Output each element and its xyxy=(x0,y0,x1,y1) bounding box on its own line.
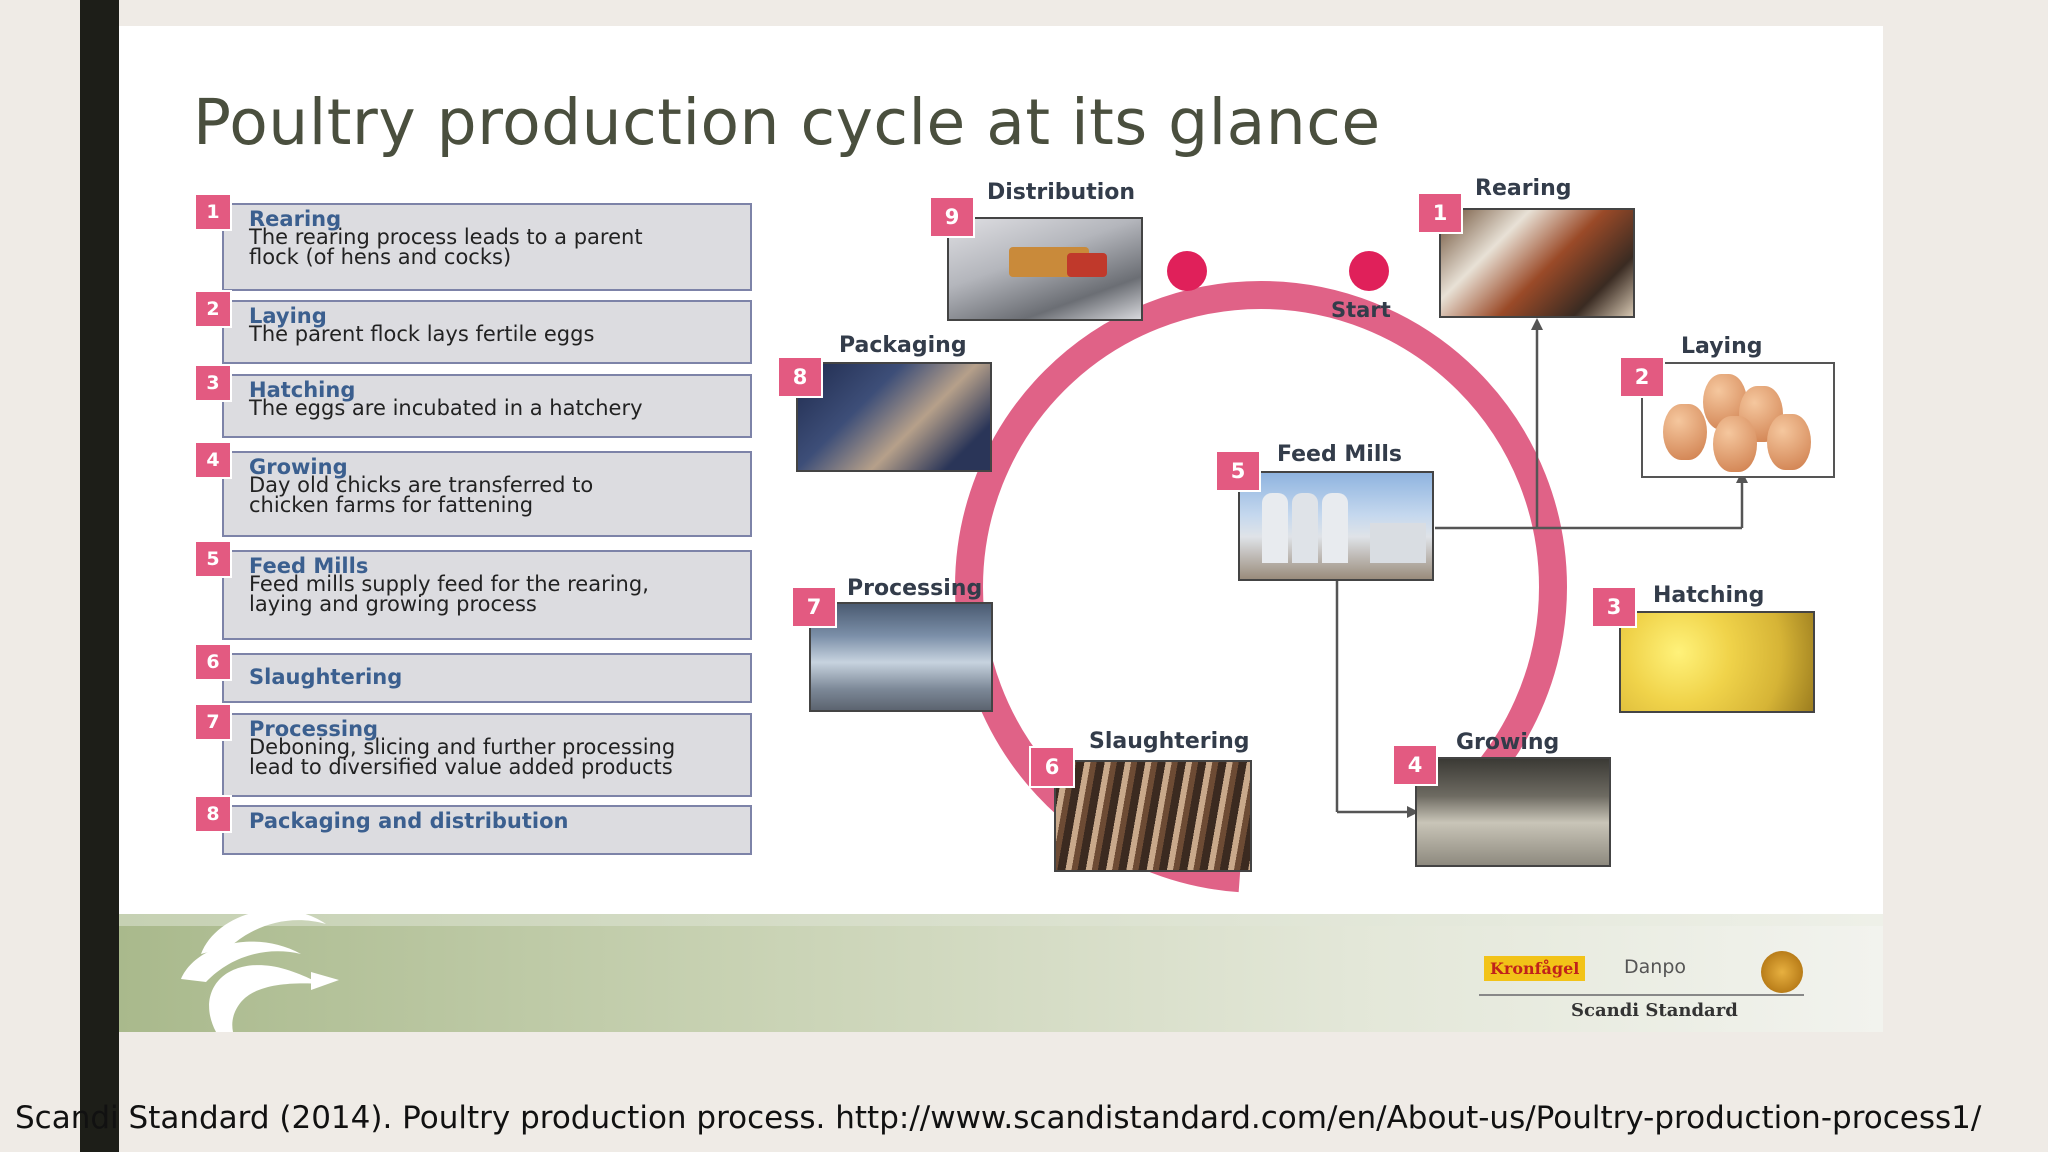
left-dark-bar xyxy=(80,0,119,1152)
step-title: Feed Mills xyxy=(249,554,369,578)
cycle-label-hatching: Hatching xyxy=(1653,583,1765,608)
cycle-label-processing: Processing xyxy=(847,576,983,601)
cycle-label-distribution: Distribution xyxy=(987,180,1136,205)
cycle-label-slaughtering: Slaughtering xyxy=(1089,729,1250,754)
step-description: Deboning, slicing and further processing… xyxy=(249,735,676,779)
cycle-badge-slaughtering: 6 xyxy=(1029,746,1075,788)
step-box-rearing: 1 Rearing The rearing process leads to a… xyxy=(194,193,752,291)
start-dot xyxy=(1349,251,1389,291)
cycle-badge-distribution: 9 xyxy=(929,196,975,238)
bird-logo-icon xyxy=(181,909,339,1032)
step-description: The rearing process leads to a parent fl… xyxy=(249,225,643,269)
end-dot xyxy=(1167,251,1207,291)
danpo-logo: Danpo xyxy=(1624,956,1687,978)
cycle-badge-feed-mills: 5 xyxy=(1215,450,1261,492)
citation-text: Scandi Standard (2014). Poultry producti… xyxy=(15,1100,1982,1136)
scandi-standard-logo: Scandi Standard xyxy=(1571,1000,1738,1021)
step-number-badge: 6 xyxy=(194,643,232,681)
step-box-feed-mills: 5 Feed Mills Feed mills supply feed for … xyxy=(194,540,752,640)
cycle-badge-rearing: 1 xyxy=(1417,192,1463,234)
laying-photo xyxy=(1641,362,1835,478)
step-number-badge: 3 xyxy=(194,364,232,402)
step-box-processing: 7 Processing Deboning, slicing and furth… xyxy=(194,703,752,797)
step-description: The parent flock lays fertile eggs xyxy=(249,322,595,346)
step-title: Rearing xyxy=(249,207,342,231)
kronfagel-logo: Kronfågel xyxy=(1484,956,1586,981)
cycle-badge-packaging: 8 xyxy=(777,356,823,398)
cycle-ring xyxy=(955,281,1567,893)
cycle-label-packaging: Packaging xyxy=(839,333,967,358)
cycle-badge-processing: 7 xyxy=(791,586,837,628)
hatching-photo xyxy=(1619,611,1815,713)
step-number-badge: 8 xyxy=(194,795,232,833)
step-number-badge: 7 xyxy=(194,703,232,741)
step-title: Laying xyxy=(249,304,327,328)
step-title: Packaging and distribution xyxy=(249,809,569,833)
growing-photo xyxy=(1415,757,1611,867)
step-description: Day old chicks are transferred to chicke… xyxy=(249,473,594,517)
slide-title: Poultry production cycle at its glance xyxy=(193,86,1381,159)
step-description: The eggs are incubated in a hatchery xyxy=(249,396,643,420)
step-number-badge: 5 xyxy=(194,540,232,578)
processing-photo xyxy=(809,602,993,712)
cycle-label-feed-mills: Feed Mills xyxy=(1277,442,1402,467)
cycle-label-laying: Laying xyxy=(1681,334,1763,359)
cycle-badge-growing: 4 xyxy=(1392,744,1438,786)
slaughtering-photo xyxy=(1054,760,1252,872)
step-title: Hatching xyxy=(249,378,356,402)
footer-band xyxy=(119,926,1883,1032)
step-title: Processing xyxy=(249,717,379,741)
step-title: Growing xyxy=(249,455,348,479)
feed-mills-photo xyxy=(1238,471,1434,581)
step-number-badge: 1 xyxy=(194,193,232,231)
slide: Poultry production cycle at its glance 1… xyxy=(119,26,1883,1032)
step-box-laying: 2 Laying The parent flock lays fertile e… xyxy=(194,290,752,364)
feed-connector-lines xyxy=(1335,328,1744,814)
step-box-slaughtering: 6 Slaughtering xyxy=(194,643,752,703)
cycle-badge-laying: 2 xyxy=(1619,356,1665,398)
step-box-packaging-distribution: 8 Packaging and distribution xyxy=(194,795,752,855)
step-title: Slaughtering xyxy=(249,665,403,689)
step-box-growing: 4 Growing Day old chicks are transferred… xyxy=(194,441,752,537)
cycle-diagram xyxy=(955,251,1748,893)
distribution-photo xyxy=(947,217,1143,321)
step-description: Feed mills supply feed for the rearing, … xyxy=(249,572,649,616)
step-number-badge: 2 xyxy=(194,290,232,328)
cycle-label-growing: Growing xyxy=(1456,730,1560,755)
step-box-hatching: 3 Hatching The eggs are incubated in a h… xyxy=(194,364,752,438)
rearing-photo xyxy=(1439,208,1635,318)
cycle-label-rearing: Rearing xyxy=(1475,176,1572,201)
step-number-badge: 4 xyxy=(194,441,232,479)
brand-divider xyxy=(1479,994,1804,996)
brand-seal-icon xyxy=(1761,951,1803,993)
packaging-photo xyxy=(796,362,992,472)
cycle-badge-hatching: 3 xyxy=(1591,586,1637,628)
start-label: Start xyxy=(1331,298,1391,322)
